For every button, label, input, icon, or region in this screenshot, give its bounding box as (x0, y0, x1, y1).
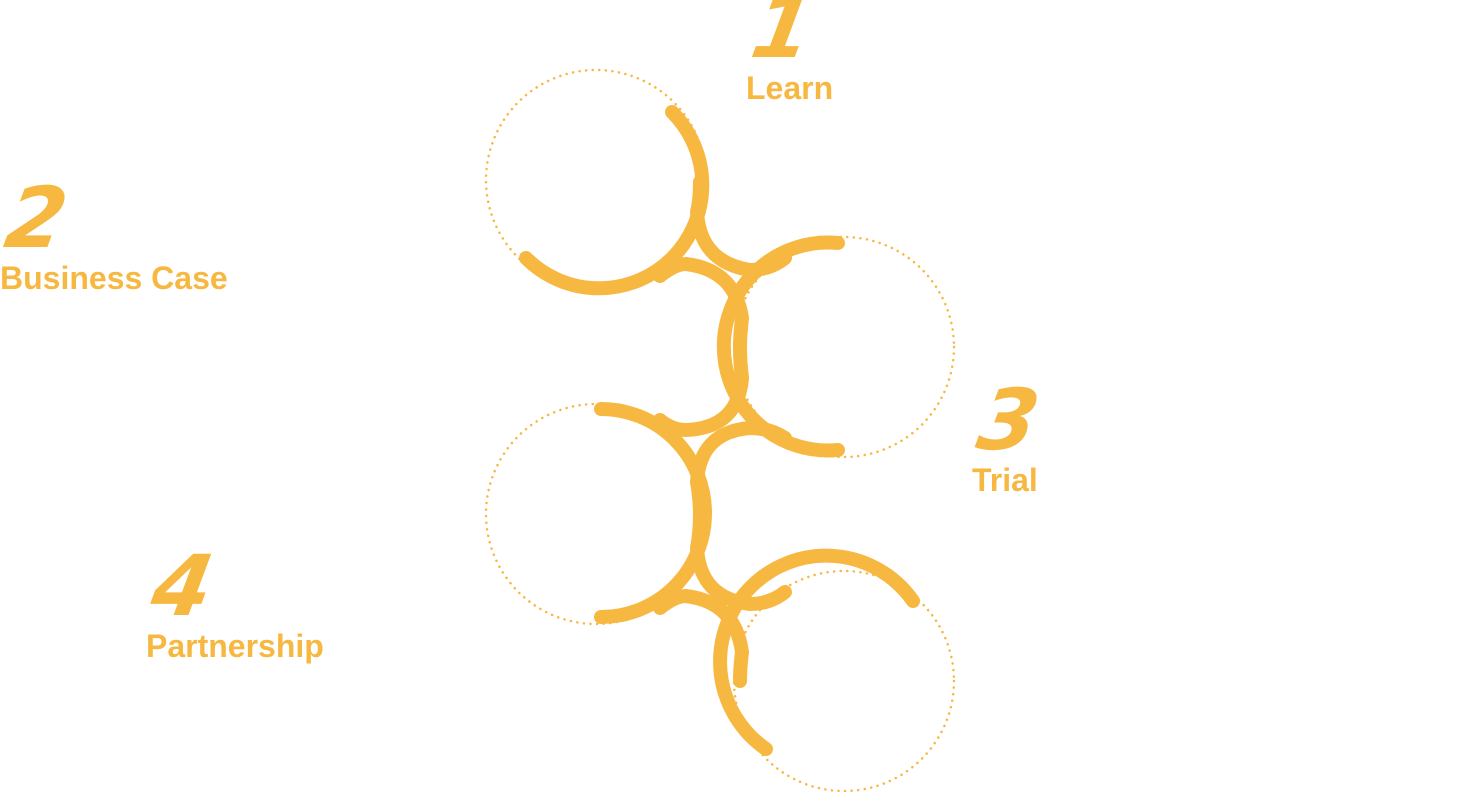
end-cap (761, 744, 771, 754)
connector-junction-2 (653, 257, 749, 354)
end-cap (833, 238, 843, 248)
step-1-number: 1 (744, 0, 821, 77)
step-2-number: 2 (0, 169, 75, 267)
dotted-circle-step-3 (732, 235, 956, 459)
step-1-label: Learn (746, 70, 834, 106)
dotted-circle-step-5 (732, 569, 956, 792)
step-1: 1 Learn (745, 0, 834, 106)
end-cap (596, 404, 606, 414)
step-4-number: 4 (144, 537, 221, 635)
step-3: 3 Trial (971, 371, 1047, 498)
connector-junction-5 (690, 507, 792, 611)
connector-end-caps (521, 107, 918, 754)
connector-arc-1 (519, 105, 710, 296)
step-4: 4 Partnership (145, 537, 324, 664)
connector-arc-4 (713, 548, 920, 756)
end-cap (908, 596, 918, 606)
end-cap (596, 612, 606, 622)
serpentine-connector (519, 105, 920, 756)
end-cap (667, 107, 677, 117)
end-cap (521, 253, 531, 263)
end-cap (833, 445, 843, 455)
step-4-label: Partnership (146, 628, 324, 664)
step-2-label: Business Case (0, 260, 228, 296)
step-3-label: Trial (972, 462, 1038, 498)
step-2: 2 Business Case (0, 169, 228, 296)
connector-arc-3 (594, 402, 712, 624)
connector-junction-3 (653, 340, 749, 437)
